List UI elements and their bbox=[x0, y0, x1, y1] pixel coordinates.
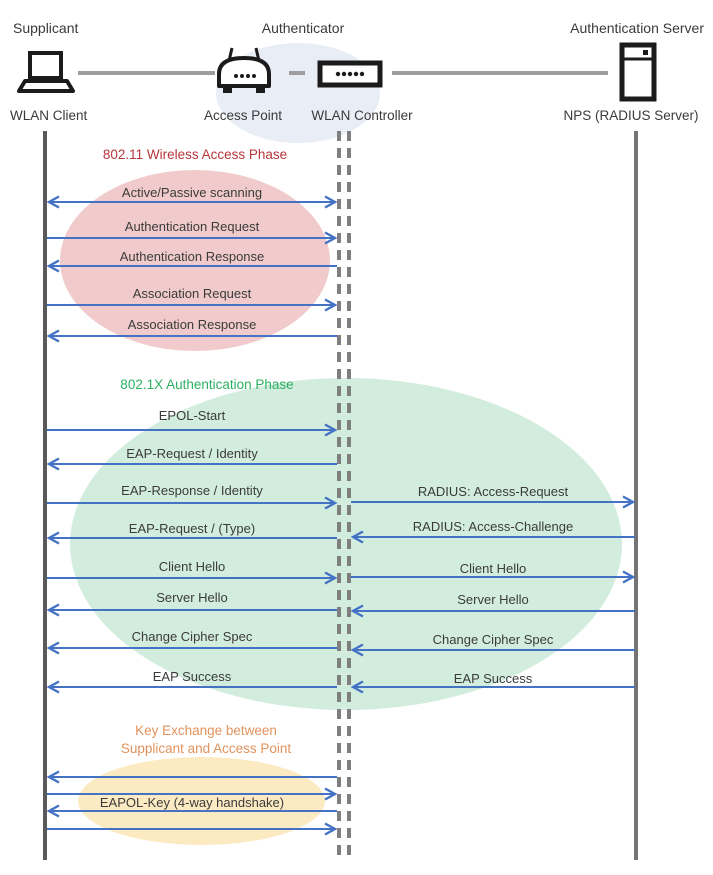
authenticator-lifeline-right bbox=[347, 131, 351, 860]
message-arrow-right bbox=[47, 496, 338, 510]
phase-title-key-exchange: Key Exchange between Supplicant and Acce… bbox=[121, 722, 291, 758]
radius-server-lifeline bbox=[634, 131, 638, 860]
message-label: EAP Success bbox=[453, 671, 533, 686]
message-arrow-right bbox=[351, 570, 636, 584]
message-arrow-left bbox=[350, 530, 635, 544]
role-label-supplicant: Supplicant bbox=[13, 20, 79, 36]
message-label: Association Request bbox=[132, 286, 252, 301]
message-label: EPOL-Start bbox=[158, 408, 226, 423]
phase-title-80211-wireless-access: 802.11 Wireless Access Phase bbox=[102, 147, 288, 162]
phase3-ellipse bbox=[78, 757, 325, 845]
message-label: Active/Passive scanning bbox=[121, 185, 263, 200]
message-arrow-left bbox=[350, 680, 635, 694]
message-label: Client Hello bbox=[459, 561, 527, 576]
laptop-icon bbox=[14, 50, 76, 96]
phase1-ellipse bbox=[60, 170, 330, 351]
phase-title-key-exchange-line1: Key Exchange between bbox=[135, 723, 277, 738]
message-arrow-left bbox=[46, 680, 337, 694]
node-label-access-point: Access Point bbox=[203, 108, 283, 123]
phase-title-8021x-authentication: 802.1X Authentication Phase bbox=[120, 377, 294, 392]
controller-server-link bbox=[392, 71, 608, 75]
phase2-ellipse bbox=[70, 378, 622, 710]
message-label: Authentication Request bbox=[124, 219, 260, 234]
message-arrow-left bbox=[46, 531, 337, 545]
access-point-icon bbox=[215, 45, 273, 101]
message-arrow-right bbox=[47, 231, 338, 245]
message-arrow-right bbox=[47, 571, 338, 585]
wlan-client-lifeline bbox=[43, 131, 47, 860]
ap-controller-link bbox=[289, 71, 305, 75]
message-label: RADIUS: Access-Request bbox=[417, 484, 569, 499]
message-arrow-right bbox=[47, 822, 338, 836]
message-arrow-left bbox=[46, 259, 337, 273]
message-arrow-left bbox=[46, 603, 337, 617]
message-label: EAP Success bbox=[152, 669, 232, 684]
node-label-wlan-controller: WLAN Controller bbox=[311, 108, 413, 123]
server-icon bbox=[619, 42, 657, 102]
message-label: Server Hello bbox=[156, 590, 228, 605]
message-arrow-right bbox=[47, 298, 338, 312]
message-label: Association Response bbox=[127, 317, 257, 332]
message-label: Change Cipher Spec bbox=[131, 629, 253, 644]
role-label-authentication-server: Authentication Server bbox=[570, 20, 704, 36]
message-label: Server Hello bbox=[457, 592, 529, 607]
message-arrow-left bbox=[350, 604, 635, 618]
client-ap-link bbox=[78, 71, 215, 75]
message-label: RADIUS: Access-Challenge bbox=[412, 519, 574, 534]
message-arrow-left bbox=[46, 457, 337, 471]
message-label: EAPOL-Key (4-way handshake) bbox=[99, 795, 285, 810]
message-arrow-left bbox=[46, 804, 337, 818]
message-arrow-both bbox=[46, 195, 338, 209]
message-arrow-left bbox=[46, 770, 337, 784]
authenticator-lifeline-left bbox=[337, 131, 341, 860]
node-label-nps-radius-server: NPS (RADIUS Server) bbox=[563, 108, 699, 123]
node-label-wlan-client: WLAN Client bbox=[10, 108, 88, 123]
message-label: Authentication Response bbox=[119, 249, 265, 264]
message-arrow-right bbox=[47, 787, 338, 801]
message-arrow-left bbox=[46, 329, 337, 343]
wlan-controller-icon bbox=[317, 59, 383, 89]
message-label: EAP-Request / Identity bbox=[126, 446, 258, 461]
role-label-authenticator: Authenticator bbox=[261, 20, 345, 36]
message-arrow-left bbox=[350, 643, 635, 657]
message-arrow-right bbox=[47, 423, 338, 437]
message-arrow-left bbox=[46, 641, 337, 655]
message-arrow-right bbox=[351, 495, 636, 509]
message-label: Change Cipher Spec bbox=[432, 632, 554, 647]
message-label: EAP-Response / Identity bbox=[121, 483, 263, 498]
message-label: EAP-Request / (Type) bbox=[128, 521, 256, 536]
message-label: Client Hello bbox=[158, 559, 226, 574]
phase-title-key-exchange-line2: Supplicant and Access Point bbox=[120, 741, 292, 756]
